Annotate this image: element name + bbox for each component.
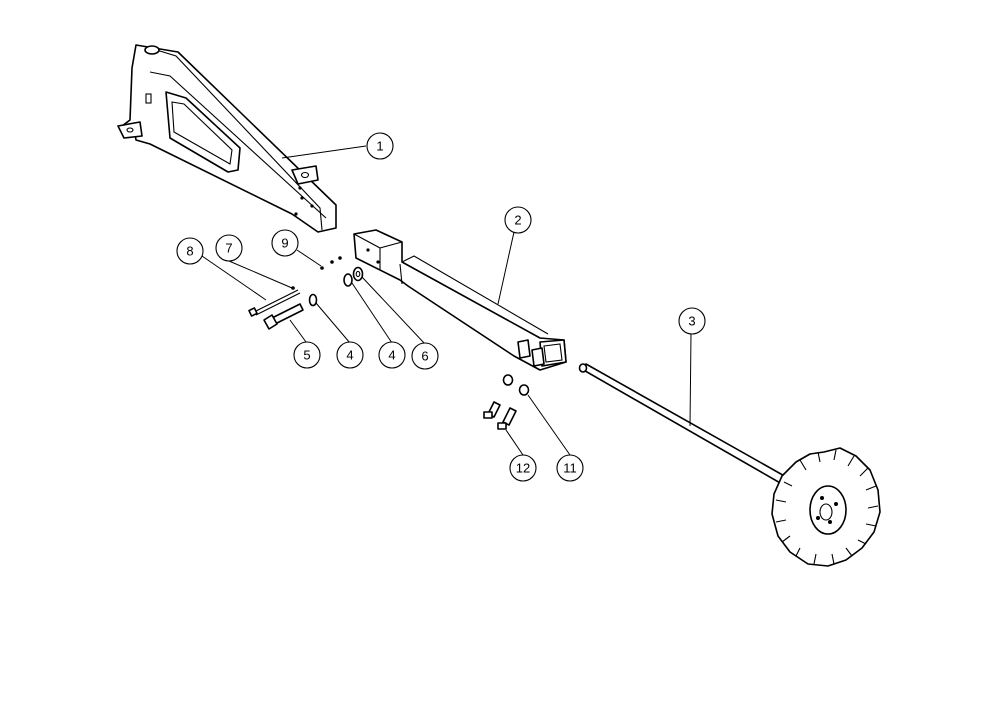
balloon-1: 1 [366,132,394,160]
lower-bolts-part [483,374,530,430]
balloon-label: 8 [186,244,193,259]
balloon-7: 7 [215,234,243,262]
balloon-label: 2 [514,213,521,228]
balloon-label: 3 [688,314,695,329]
balloon-label: 11 [563,461,577,476]
balloon-label: 5 [303,348,310,363]
balloon-8: 8 [176,237,204,265]
disc-shaft-part [578,363,881,567]
balloon-label: 1 [376,139,383,154]
square-tube-part [353,229,567,371]
balloon-5: 5 [293,341,321,369]
balloon-6: 6 [411,342,439,370]
balloon-12: 12 [509,454,537,482]
leader-lines [201,145,692,456]
washers-and-nuts [291,256,364,307]
balloon-label: 12 [516,461,530,476]
balloon-label: 6 [421,349,428,364]
balloon-9: 9 [271,229,299,257]
balloon-label: 7 [225,241,232,256]
balloon-label: 4 [346,348,353,363]
balloon-3: 3 [678,307,706,335]
balloon-label: 4 [388,348,395,363]
balloon-2: 2 [504,206,532,234]
balloon-4-right: 4 [378,341,406,369]
balloon-label: 9 [281,236,288,251]
long-bolt-part [248,289,301,317]
hex-bolt-part [263,303,304,330]
mounting-bracket-part [117,44,337,233]
balloon-4-left: 4 [336,341,364,369]
balloon-11: 11 [556,454,584,482]
